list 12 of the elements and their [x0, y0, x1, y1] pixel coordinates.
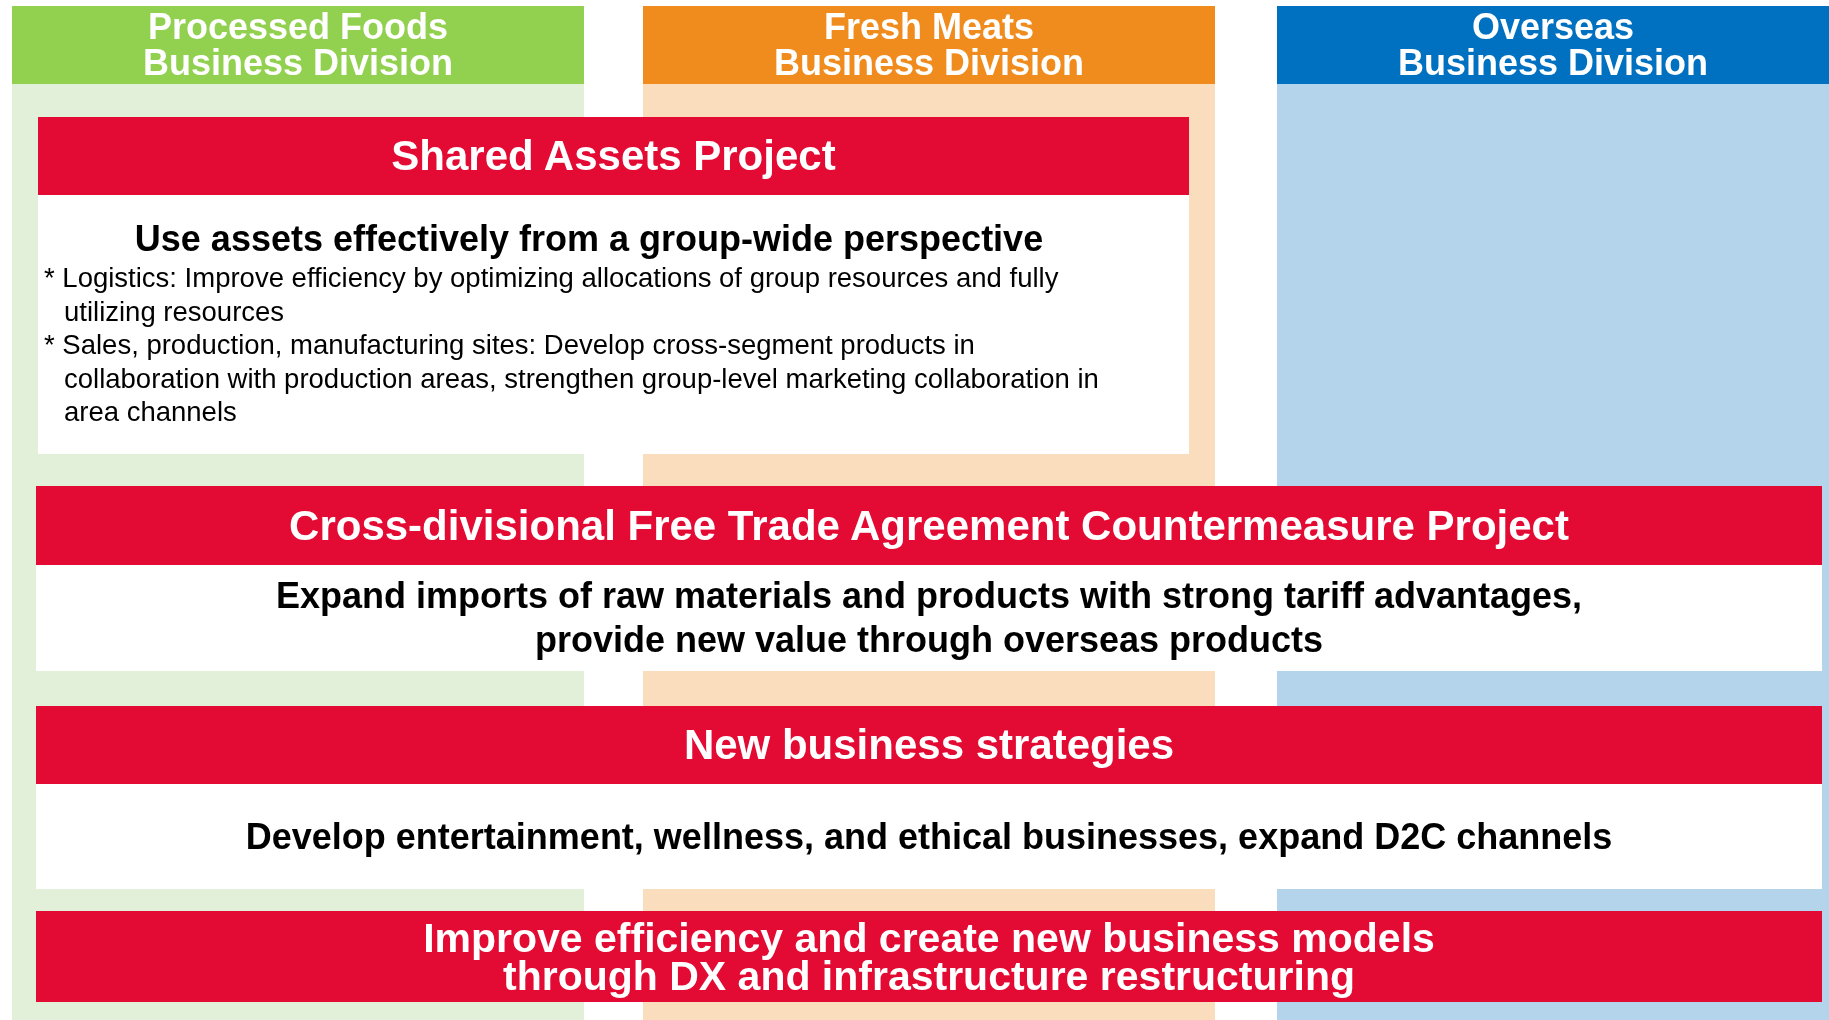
- project-title-bar: New business strategies: [36, 706, 1822, 784]
- bullet-text: * Sales, production, manufacturing sites: Develop cross-segment products in collaboration with production areas, strengthen group-level marketing collaboration in area channels: [44, 328, 1100, 429]
- project-title-bar: Cross-divisional Free Trade Agreement Countermeasure Project: [36, 486, 1822, 565]
- division-header: Overseas Business Division: [1277, 6, 1829, 84]
- project-summary: Expand imports of raw materials and products with strong tariff advantages, provide new value through overseas products: [274, 574, 1584, 662]
- bullet-text: * Logistics: Improve efficiency by optimizing allocations of group resources and fully utilizing resources: [44, 261, 1060, 328]
- division-header: Fresh Meats Business Division: [643, 6, 1215, 84]
- project-summary: Develop entertainment, wellness, and ethical businesses, expand D2C channels: [245, 814, 1613, 859]
- project-title-bar: Improve efficiency and create new business models through DX and infrastructure restructuring: [36, 911, 1822, 1002]
- project-title-bar: Shared Assets Project: [38, 117, 1189, 195]
- division-header: Processed Foods Business Division: [12, 6, 584, 84]
- project-summary: Use assets effectively from a group-wide perspective: [133, 217, 1045, 261]
